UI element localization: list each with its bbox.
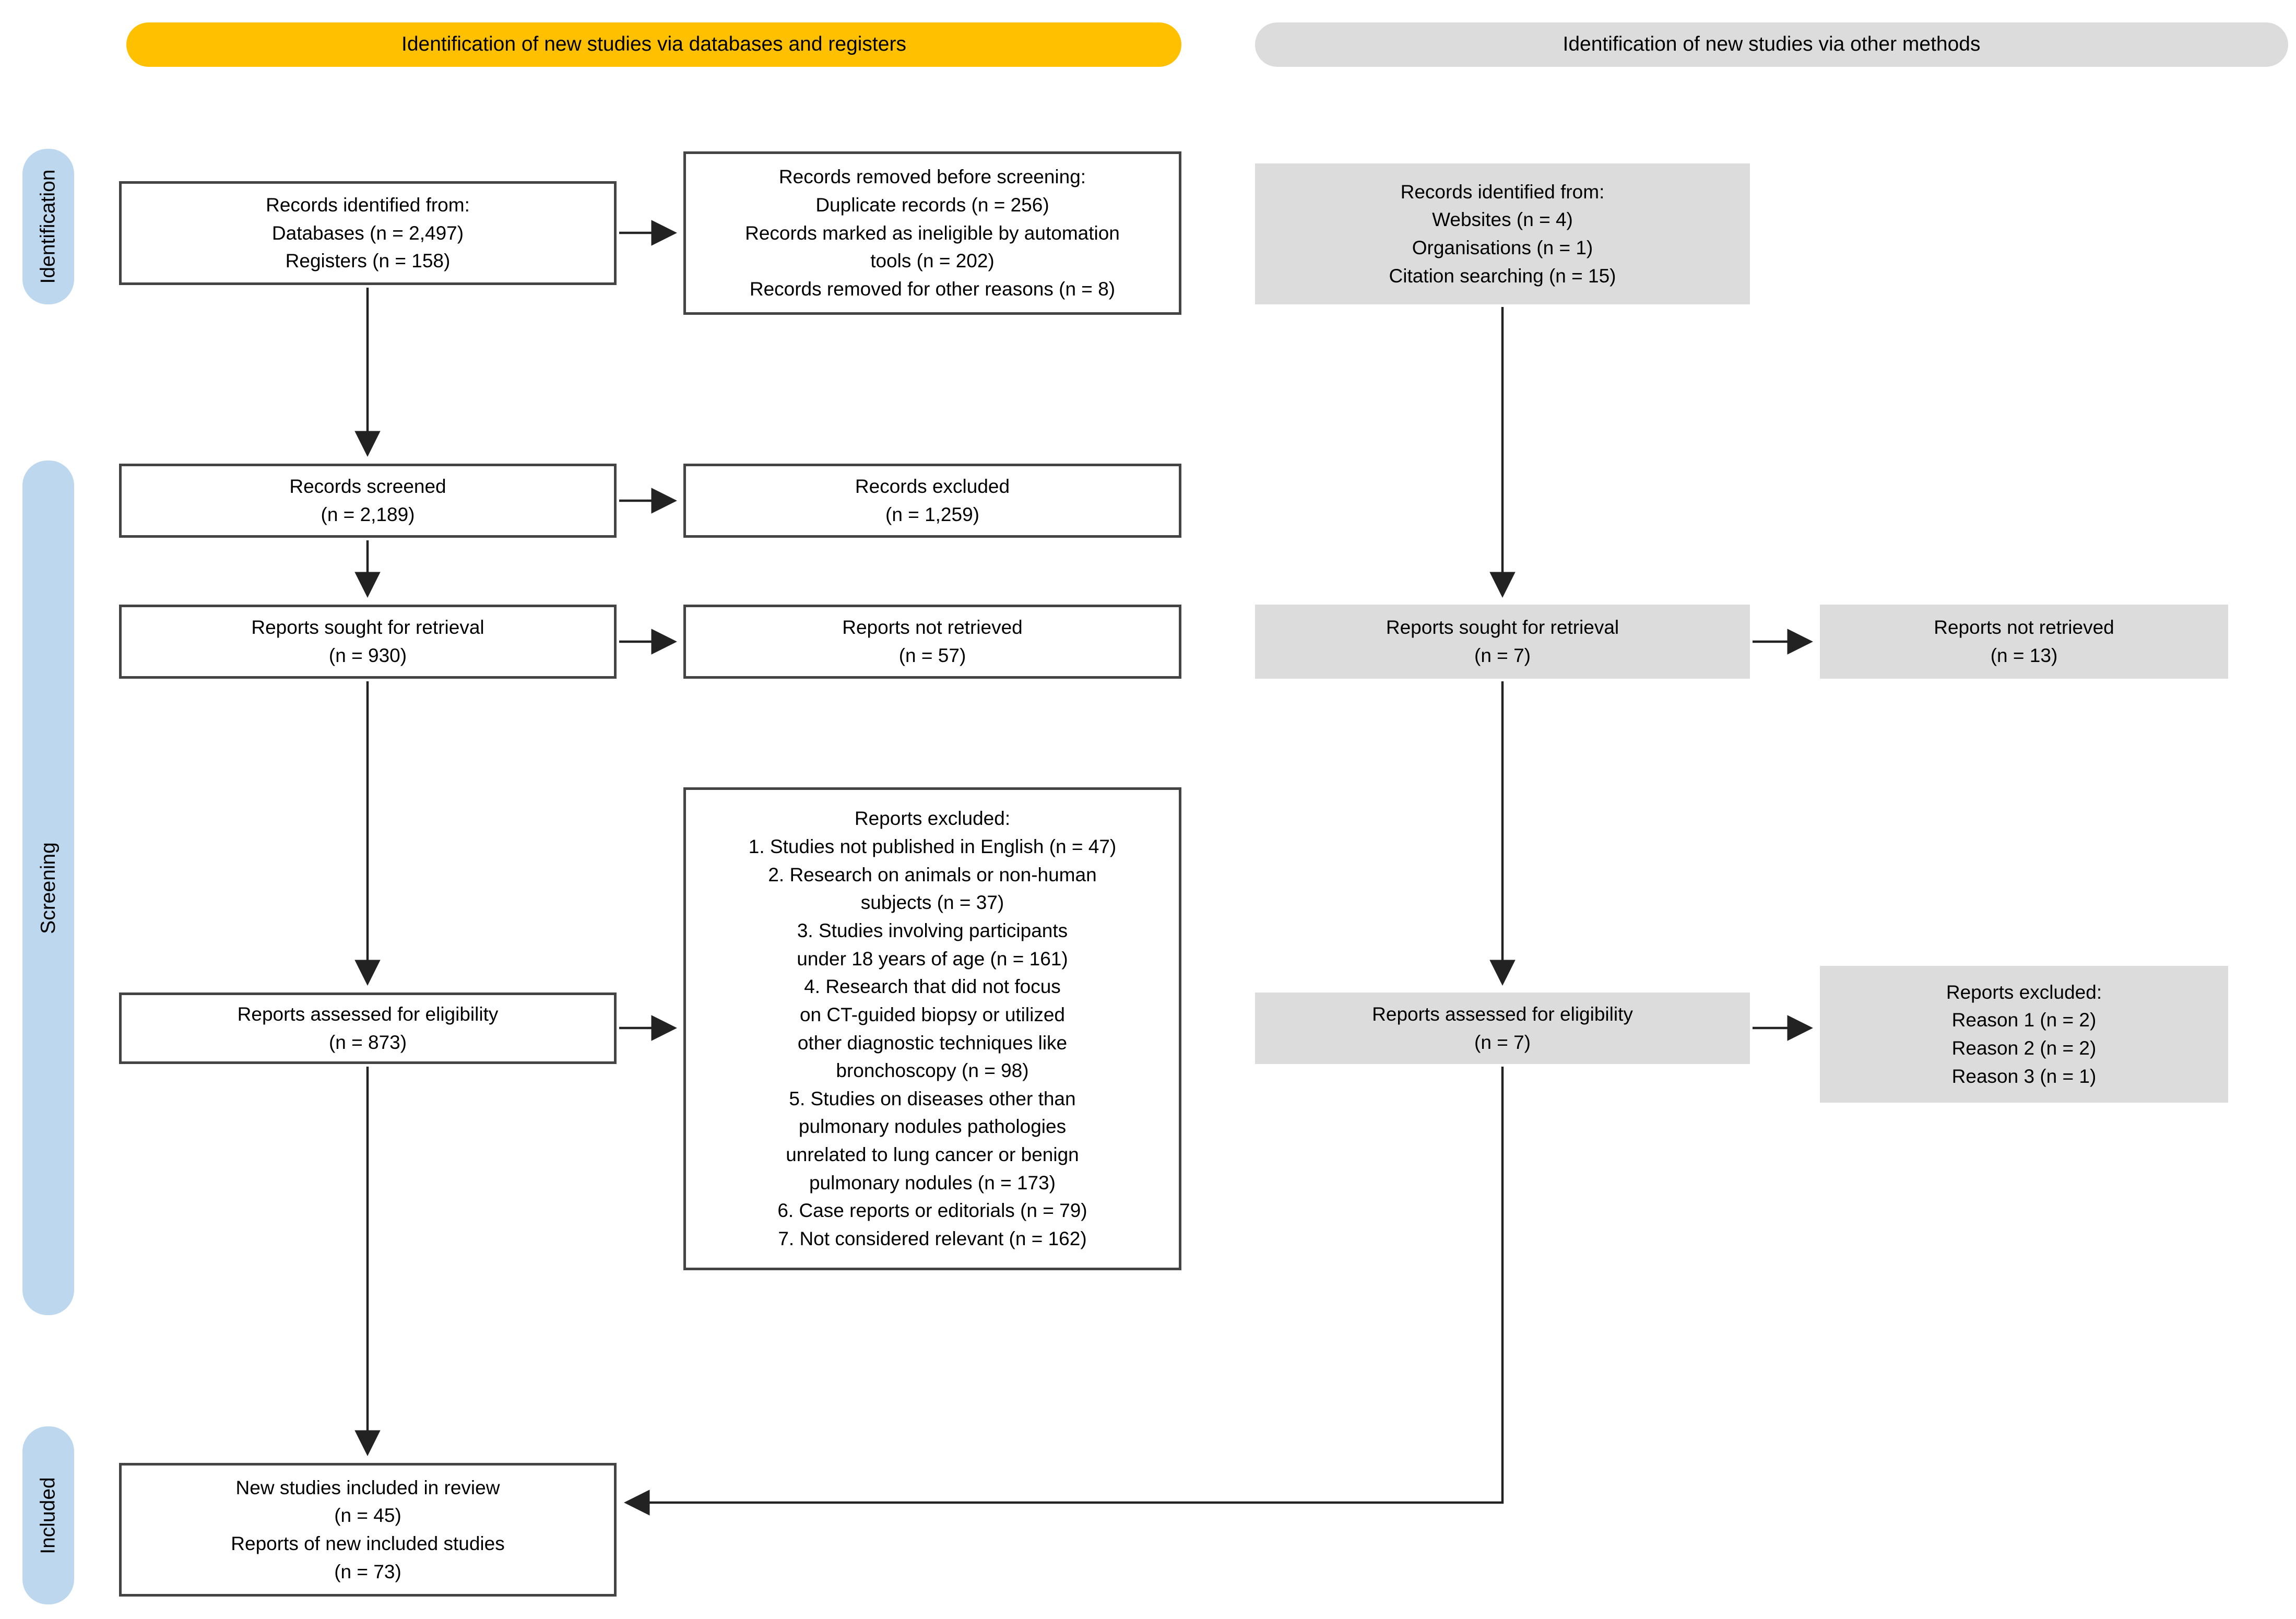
box-records-removed-before-screening: Records removed before screening: Duplic… [683, 151, 1181, 315]
stage-label-included-text: Included [37, 1476, 60, 1554]
box-reports-sought-retrieval-databases: Reports sought for retrieval (n = 930) [119, 605, 617, 679]
box-records-identified-other: Records identified from: Websites (n = 4… [1255, 163, 1750, 304]
box-reports-assessed-eligibility-other: Reports assessed for eligibility (n = 7) [1255, 992, 1750, 1064]
box-records-screened: Records screened (n = 2,189) [119, 464, 617, 538]
box-records-identified-databases: Records identified from: Databases (n = … [119, 181, 617, 285]
box-records-excluded: Records excluded (n = 1,259) [683, 464, 1181, 538]
stage-label-included: Included [22, 1426, 74, 1604]
banner-other-methods: Identification of new studies via other … [1255, 22, 2288, 67]
box-reports-excluded-reasons-other: Reports excluded: Reason 1 (n = 2) Reaso… [1820, 966, 2228, 1103]
stage-label-screening: Screening [22, 460, 74, 1315]
box-reports-not-retrieved-other: Reports not retrieved (n = 13) [1820, 605, 2228, 679]
box-reports-excluded-reasons-databases: Reports excluded: 1. Studies not publish… [683, 787, 1181, 1270]
box-reports-not-retrieved-databases: Reports not retrieved (n = 57) [683, 605, 1181, 679]
stage-label-screening-text: Screening [37, 842, 60, 934]
stage-label-identification-text: Identification [37, 169, 60, 284]
box-new-studies-included: New studies included in review (n = 45) … [119, 1463, 617, 1597]
banner-databases-registers: Identification of new studies via databa… [126, 22, 1181, 67]
stage-label-identification: Identification [22, 149, 74, 304]
box-reports-sought-retrieval-other: Reports sought for retrieval (n = 7) [1255, 605, 1750, 679]
box-reports-assessed-eligibility-databases: Reports assessed for eligibility (n = 87… [119, 992, 617, 1064]
